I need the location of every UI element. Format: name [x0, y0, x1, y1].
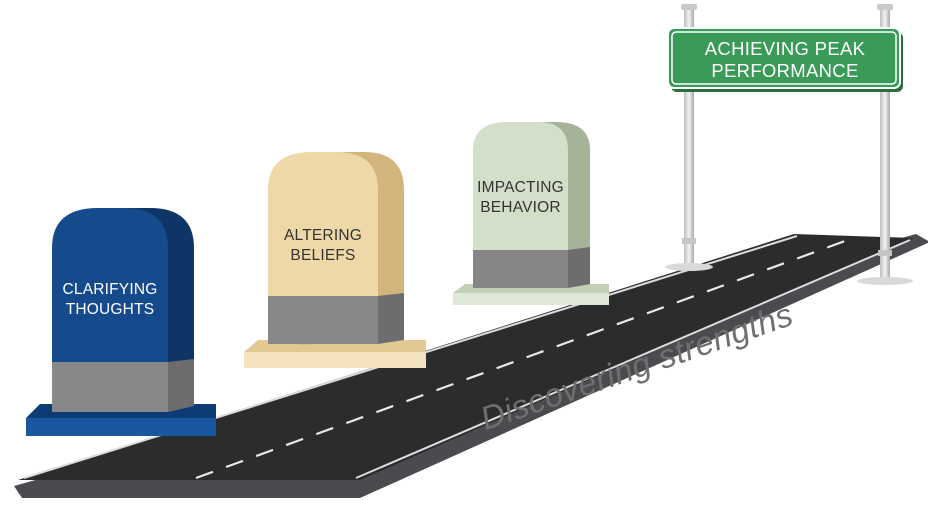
milestone-label-altering-beliefs: ALTERING BELIEFS — [284, 227, 362, 264]
milestone-clarifying-thoughts — [26, 208, 216, 436]
road — [14, 234, 928, 498]
sign-board — [667, 27, 901, 89]
road-surface — [18, 234, 914, 480]
milestone-label-impacting-behavior: IMPACTING BEHAVIOR — [477, 179, 564, 216]
milestone-impacting-behavior — [453, 122, 609, 305]
road-center-dashes — [195, 235, 857, 480]
road-edge-line-right — [355, 239, 911, 479]
sign-post-left — [684, 4, 694, 266]
sign-post-right — [880, 4, 890, 280]
milestone-label-clarifying-thoughts: CLARIFYING THOUGHTS — [62, 281, 158, 318]
performance-sign — [665, 4, 913, 285]
sign-text-line2: PERFORMANCE — [711, 60, 859, 81]
sign-post-right-base — [857, 277, 913, 285]
sign-post-left-base — [665, 263, 713, 271]
sign-text-line1: ACHIEVING PEAK — [704, 38, 866, 59]
milestone-altering-beliefs — [244, 152, 426, 368]
